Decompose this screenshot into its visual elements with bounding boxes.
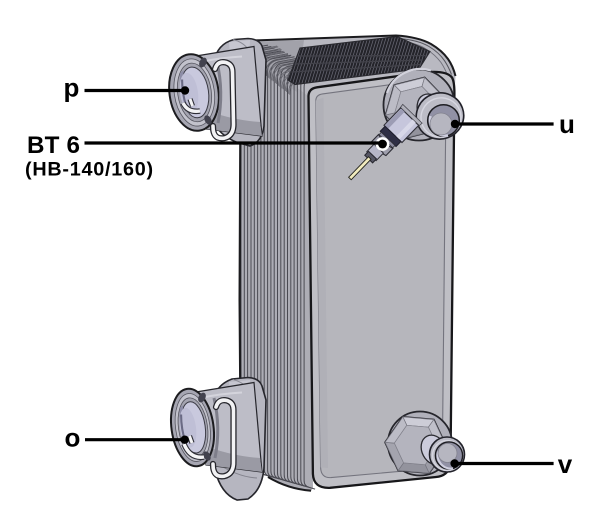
svg-text:u: u bbox=[559, 109, 575, 139]
svg-text:BT 6: BT 6 bbox=[27, 132, 80, 159]
svg-text:o: o bbox=[65, 423, 81, 453]
svg-text:(HB-140/160): (HB-140/160) bbox=[25, 158, 154, 180]
svg-text:v: v bbox=[558, 449, 573, 479]
svg-text:p: p bbox=[64, 73, 80, 103]
